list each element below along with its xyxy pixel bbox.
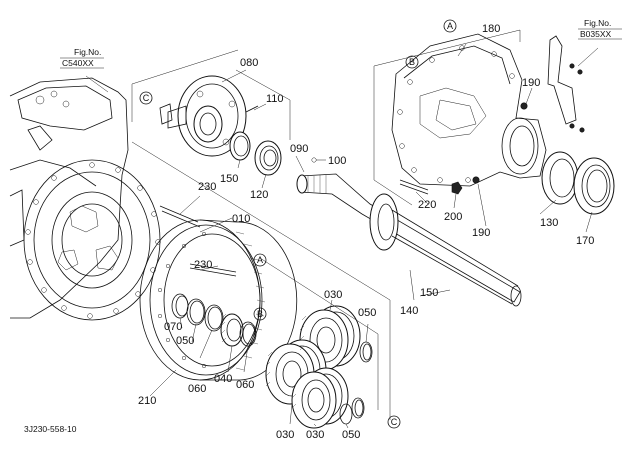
part-label-030-upper: 030 [324,289,342,301]
part-label-120: 120 [250,189,268,201]
axle-shaft [296,157,522,307]
part-label-010: 010 [232,213,250,225]
leader-lines [149,43,599,429]
part-label-110: 110 [266,93,284,105]
marker-c-bottom: C [391,417,398,427]
fig-ref-title: Fig.No. [74,47,101,57]
part-label-140: 140 [400,305,418,317]
part-label-060-left: 060 [188,383,206,395]
part-label-230-upper: 230 [198,181,216,193]
part-label-180: 180 [482,23,500,35]
figure-code: 3J230-558-10 [24,424,77,434]
planet-gears [265,305,361,429]
part-label-190-lower: 190 [472,227,490,239]
seal-and-bearing [229,131,282,176]
part-label-130: 130 [540,217,558,229]
ring-gear [139,219,298,381]
marker-b-mid: B [257,309,263,319]
part-label-150-left: 150 [220,173,238,185]
marker-a-mid: A [257,255,263,265]
part-label-070: 070 [164,321,182,333]
part-label-210: 210 [138,395,156,407]
230-upper-leader [179,195,201,215]
marker-b-top: B [409,57,415,67]
outer-seal-and-bearing [541,151,615,215]
bracket [547,35,585,133]
fig-ref-c540xx: Fig.No. C540XX [60,47,104,69]
planet-carrier [159,75,247,157]
part-label-060-right: 060 [236,379,254,391]
part-label-090: 090 [290,143,308,155]
part-label-230-lower: 230 [194,259,212,271]
fig-ref-code: C540XX [62,58,94,68]
part-label-190-upper: 190 [522,77,540,89]
part-label-170: 170 [576,235,594,247]
part-label-100: 100 [328,155,346,167]
fig-ref-code: B035XX [580,29,612,39]
dowel-pin [245,105,259,113]
c540xx-leader [85,75,109,93]
transmission-case [9,77,237,321]
part-label-080: 080 [240,57,258,69]
axle-housing [391,33,547,195]
reference-markers: A B C A B C [139,19,457,429]
part-label-050-left: 050 [176,335,194,347]
marker-c-top: C [143,93,150,103]
part-label-050-right: 050 [358,307,376,319]
assembly-outline [131,29,521,420]
part-label-200: 200 [444,211,462,223]
fig-ref-title: Fig.No. [584,18,611,28]
part-label-040: 040 [214,373,232,385]
snap-rings-left [171,293,257,347]
part-label-220: 220 [418,199,436,211]
part-label-030-lower-left: 030 [276,429,294,441]
part-label-030-lower-mid: 030 [306,429,324,441]
part-label-150-right: 150 [420,287,438,299]
part-label-050-bottom: 050 [342,429,360,441]
fig-ref-b035xx: Fig.No. B035XX [578,18,622,40]
marker-a-top: A [447,21,453,31]
